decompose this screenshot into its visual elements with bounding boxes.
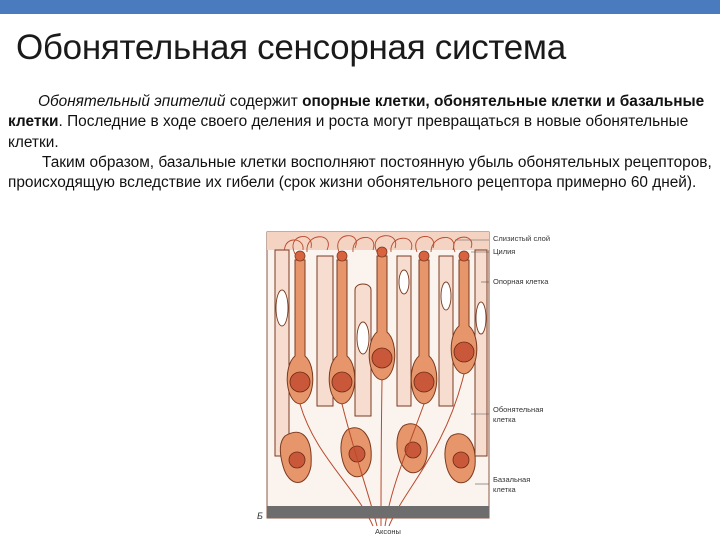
label-mucus-layer: Слизистый слой [493,235,550,244]
label-panel-letter: Б [257,512,263,521]
label-olfactory-cell-line2: клетка [493,416,516,425]
label-axons: Аксоны [375,528,401,537]
label-olfactory-cell-line1: Обонятельная [493,406,543,415]
slide-title: Обонятельная сенсорная система [16,28,566,68]
text-segment: . Последние в ходе своего деления и рост… [8,113,688,150]
epithelium-illustration [255,226,565,540]
paragraph-2: Таким образом, базальные клетки восполня… [8,153,712,194]
label-basal-cell-line1: Базальная [493,476,530,485]
basement-membrane [267,506,489,518]
term-epithelium: Обонятельный эпителий [38,93,225,110]
label-support-cell: Опорная клетка [493,278,548,287]
text-segment: содержит [225,93,302,110]
olfactory-epithelium-figure: Слизистый слой Цилия Опорная клетка Обон… [255,226,565,540]
label-basal-cell-line2: клетка [493,486,516,495]
label-cilia: Цилия [493,248,515,257]
body-text: Обонятельный эпителий содержит опорные к… [8,92,712,193]
paragraph-1: Обонятельный эпителий содержит опорные к… [8,92,712,153]
top-accent-bar [0,0,720,14]
